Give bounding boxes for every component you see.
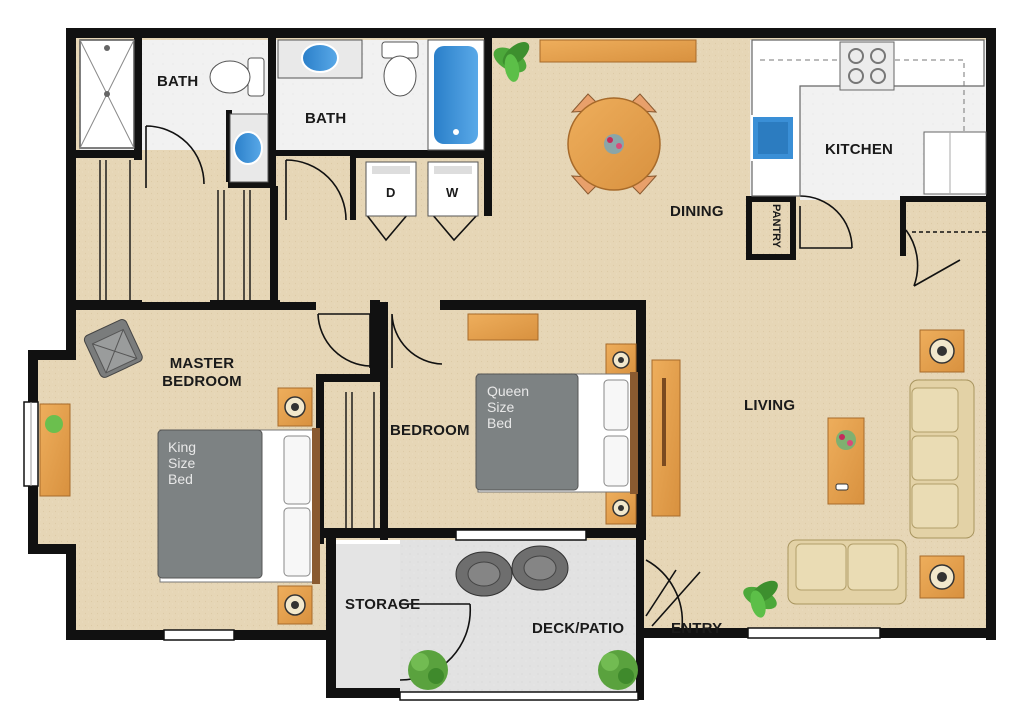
sink-left bbox=[229, 113, 269, 183]
patio-chair-right bbox=[511, 545, 569, 591]
armchair bbox=[83, 319, 143, 378]
shrub-patio-right bbox=[598, 650, 638, 690]
toilet-left bbox=[209, 57, 265, 97]
kitchen-counters bbox=[751, 39, 987, 197]
closet-doors bbox=[99, 160, 986, 528]
walls bbox=[28, 28, 996, 700]
desk-bedroom bbox=[467, 313, 539, 341]
washer-dryer bbox=[365, 161, 479, 217]
end-table-top bbox=[919, 329, 965, 373]
nightstand-bedroom-top bbox=[605, 343, 637, 377]
loveseat bbox=[787, 539, 907, 605]
queen-bed bbox=[475, 372, 638, 494]
patio-chair-left bbox=[455, 551, 513, 597]
plant-dining bbox=[493, 42, 530, 82]
bathtub bbox=[427, 39, 485, 151]
tv-console bbox=[651, 359, 681, 517]
king-bed bbox=[157, 428, 320, 584]
dresser-master bbox=[39, 403, 71, 497]
sofa bbox=[909, 379, 975, 539]
kitchen-sink bbox=[751, 115, 795, 161]
sink-right bbox=[277, 39, 363, 79]
shower bbox=[79, 39, 135, 149]
plant-living bbox=[743, 580, 778, 618]
toilet-right bbox=[381, 41, 419, 97]
dining-set bbox=[567, 93, 661, 195]
end-table-bottom bbox=[919, 555, 965, 599]
shrub-patio-left bbox=[408, 650, 448, 690]
stove bbox=[839, 41, 895, 91]
coffee-table bbox=[827, 417, 865, 505]
nightstand-bedroom-bottom bbox=[605, 491, 637, 525]
nightstand-master-top bbox=[277, 387, 313, 427]
nightstand-master-bottom bbox=[277, 585, 313, 625]
windows bbox=[23, 401, 881, 701]
door-swings bbox=[145, 125, 961, 681]
dining-buffet bbox=[539, 39, 697, 63]
